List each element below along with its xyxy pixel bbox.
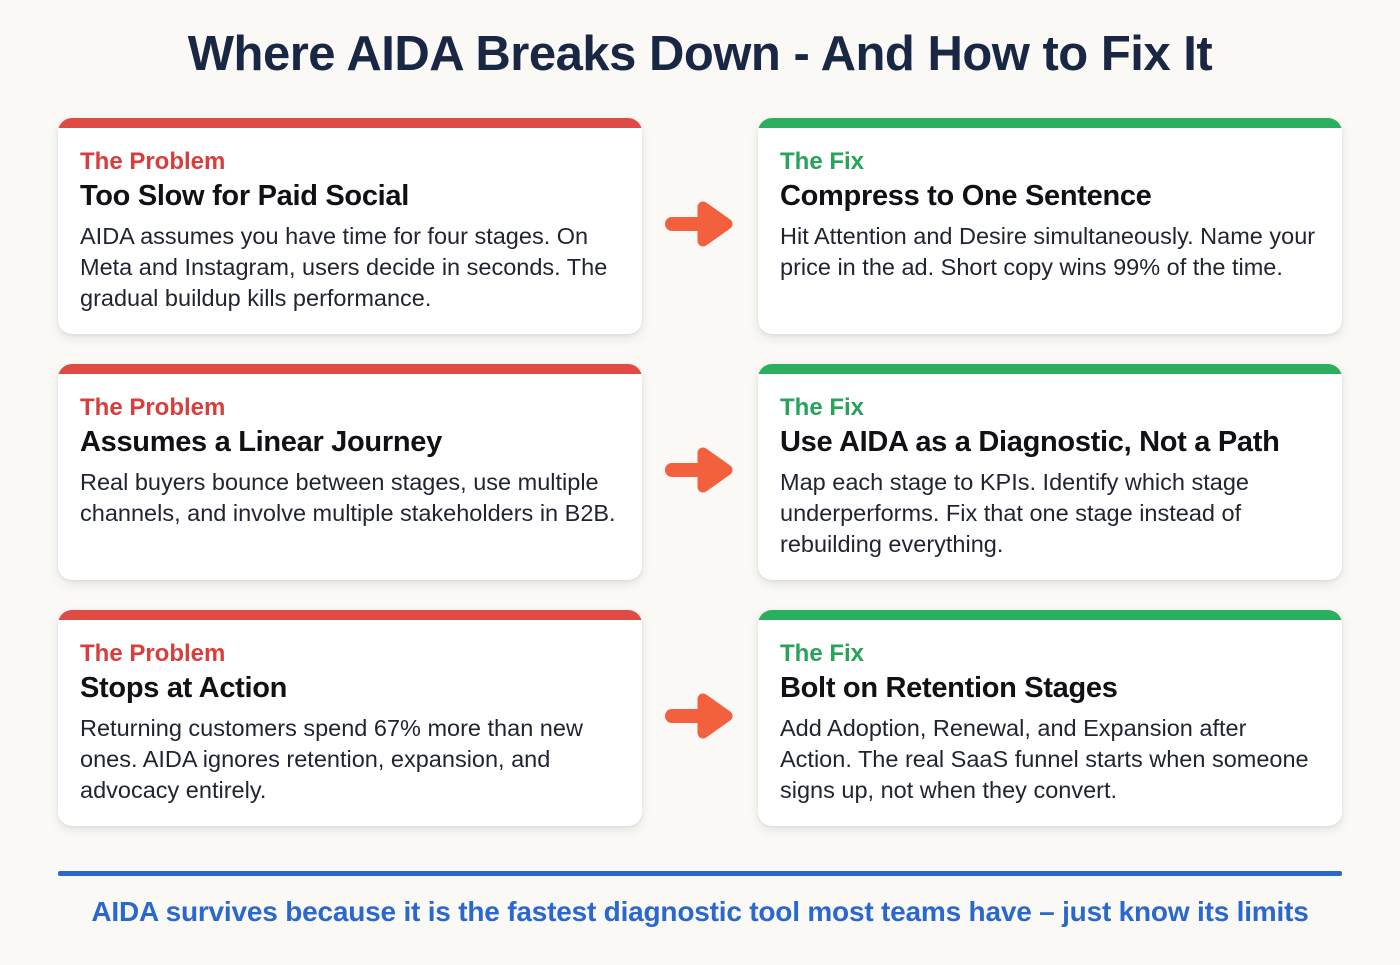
row-3: The Problem Stops at Action Returning cu… [58,610,1342,827]
fix-title: Bolt on Retention Stages [780,672,1118,705]
problem-card: The Problem Too Slow for Paid Social AID… [58,118,642,335]
fix-title: Compress to One Sentence [780,180,1152,212]
cards-grid: The Problem Too Slow for Paid Social AID… [58,118,1342,827]
arrow-cell [642,118,758,334]
problem-accent-bar [58,118,642,128]
arrow-cell [642,610,758,826]
problem-label: The Problem [80,394,226,422]
problem-body: AIDA assumes you have time for four stag… [80,223,608,312]
fix-title: Use AIDA as a Diagnostic, Not a Path [780,426,1280,459]
footer-text: AIDA survives because it is the fastest … [91,896,1309,928]
card-content: The Problem Too Slow for Paid Social AID… [58,128,642,334]
fix-body: Map each stage to KPIs. Identify which s… [780,469,1249,558]
row-1: The Problem Too Slow for Paid Social AID… [58,118,1342,335]
problem-body: Returning customers spend 67% more than … [80,715,583,804]
right-arrow-icon [663,441,737,504]
fix-label: The Fix [780,640,865,668]
right-arrow-icon [663,687,737,750]
footer-divider [58,871,1342,877]
problem-accent-bar [58,364,642,375]
fix-body: Add Adoption, Renewal, and Expansion aft… [780,715,1309,804]
problem-label: The Problem [80,640,226,668]
card-content: The Fix Compress to One Sentence Hit Att… [758,128,1342,303]
card-content: The Problem Assumes a Linear Journey Rea… [58,374,642,549]
right-arrow-icon [663,195,737,258]
fix-label: The Fix [780,148,865,175]
fix-card: The Fix Use AIDA as a Diagnostic, Not a … [758,364,1342,581]
fix-accent-bar [758,118,1342,128]
problem-card: The Problem Stops at Action Returning cu… [58,610,642,827]
fix-label: The Fix [780,394,865,422]
card-content: The Problem Stops at Action Returning cu… [58,620,642,826]
fix-body: Hit Attention and Desire simultaneously.… [780,223,1316,281]
problem-body: Real buyers bounce between stages, use m… [80,469,616,527]
problem-title: Too Slow for Paid Social [80,180,410,212]
arrow-cell [642,364,758,580]
card-content: The Fix Use AIDA as a Diagnostic, Not a … [758,374,1342,580]
fix-accent-bar [758,610,1342,621]
fix-accent-bar [758,364,1342,375]
footer: AIDA survives because it is the fastest … [0,871,1400,928]
problem-card: The Problem Assumes a Linear Journey Rea… [58,364,642,581]
problem-title: Assumes a Linear Journey [80,426,442,459]
fix-card: The Fix Bolt on Retention Stages Add Ado… [758,610,1342,827]
problem-label: The Problem [80,148,226,175]
problem-title: Stops at Action [80,672,288,705]
problem-accent-bar [58,610,642,621]
row-2: The Problem Assumes a Linear Journey Rea… [58,364,1342,581]
card-content: The Fix Bolt on Retention Stages Add Ado… [758,620,1342,826]
page-title: Where AIDA Breaks Down - And How to Fix … [187,27,1213,81]
fix-card: The Fix Compress to One Sentence Hit Att… [758,118,1342,335]
